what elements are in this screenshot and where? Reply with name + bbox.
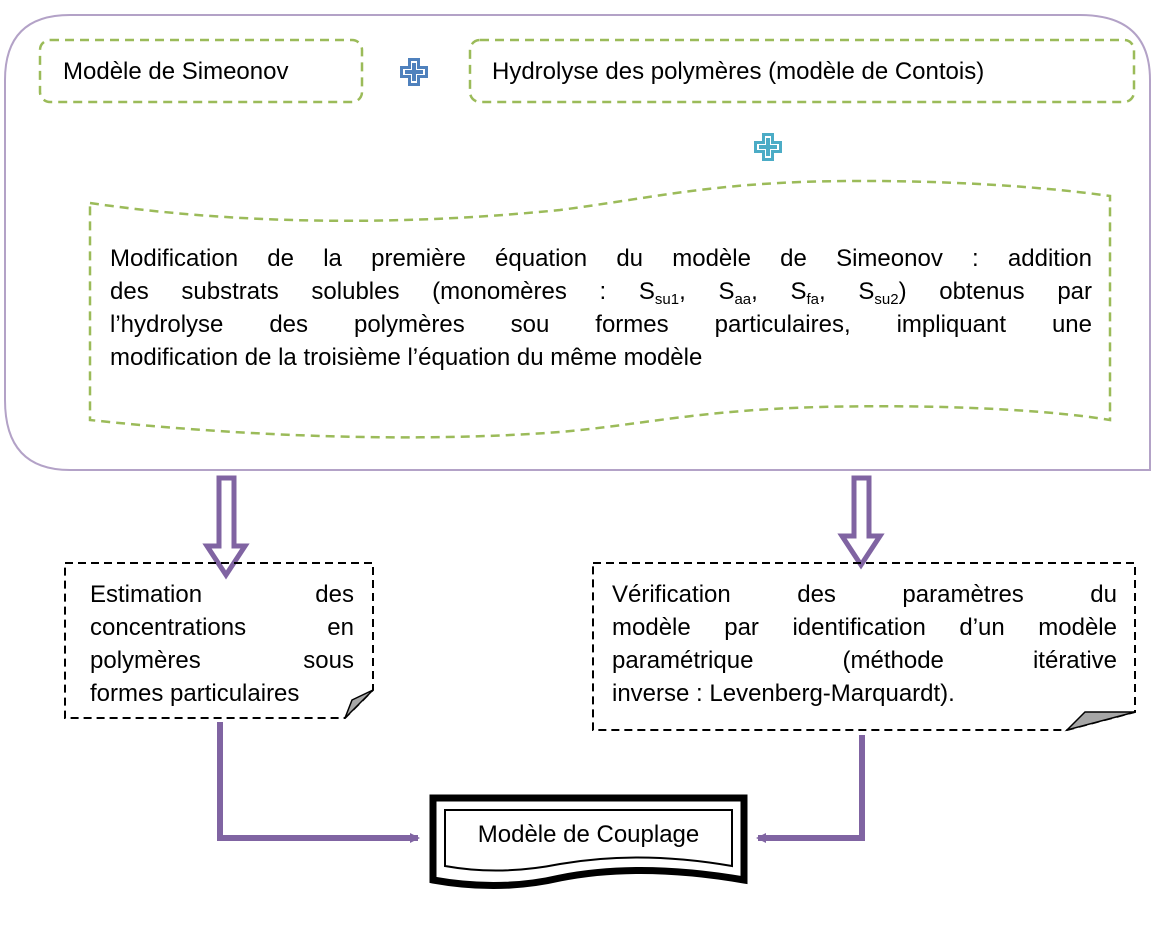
right-note-text: Vérification des paramètres du modèle pa…	[612, 578, 1117, 710]
right-note-line-2: modèle par identification d’un modèle	[612, 614, 1117, 641]
modification-line-4: modification de la troisième l’équation …	[110, 344, 703, 371]
top-container	[4, 14, 1151, 471]
left-note-line-4: formes particulaires	[90, 680, 300, 707]
modification-box	[88, 179, 1112, 439]
right-note-line-3: paramétrique (méthode itérative	[612, 647, 1117, 674]
right-note	[592, 562, 1136, 732]
modification-text: Modification de la première équation du …	[110, 242, 1092, 374]
hydrolyse-label: Hydrolyse des polymères (modèle de Conto…	[492, 58, 985, 85]
left-note	[64, 562, 374, 719]
final-box	[429, 794, 748, 889]
plus-icon	[754, 133, 782, 161]
left-note-text: Estimation des concentrations en polymèr…	[90, 578, 354, 710]
simeonov-box	[38, 38, 364, 104]
left-note-line-2: concentrations en	[90, 614, 354, 641]
final-box-label: Modèle de Couplage	[477, 821, 700, 848]
simeonov-label: Modèle de Simeonov	[63, 58, 289, 85]
modification-line-1: Modification de la première équation du …	[110, 245, 1092, 272]
left-note-line-3: polymères sous	[90, 647, 354, 674]
modification-line-2: des substrats solubles (monomères : Ssu1…	[110, 278, 1093, 308]
modification-line-3: l’hydrolyse des polymères sou formes par…	[110, 311, 1092, 338]
connector-left	[217, 722, 420, 843]
down-arrow-left	[202, 475, 250, 580]
connector-right	[756, 735, 865, 843]
right-note-line-4: inverse : Levenberg-Marquardt).	[612, 680, 955, 707]
hydrolyse-box	[468, 38, 1136, 104]
left-note-line-1: Estimation des	[90, 581, 354, 608]
plus-icon	[400, 58, 428, 86]
down-arrow-right	[837, 475, 885, 570]
right-note-line-1: Vérification des paramètres du	[612, 581, 1117, 608]
